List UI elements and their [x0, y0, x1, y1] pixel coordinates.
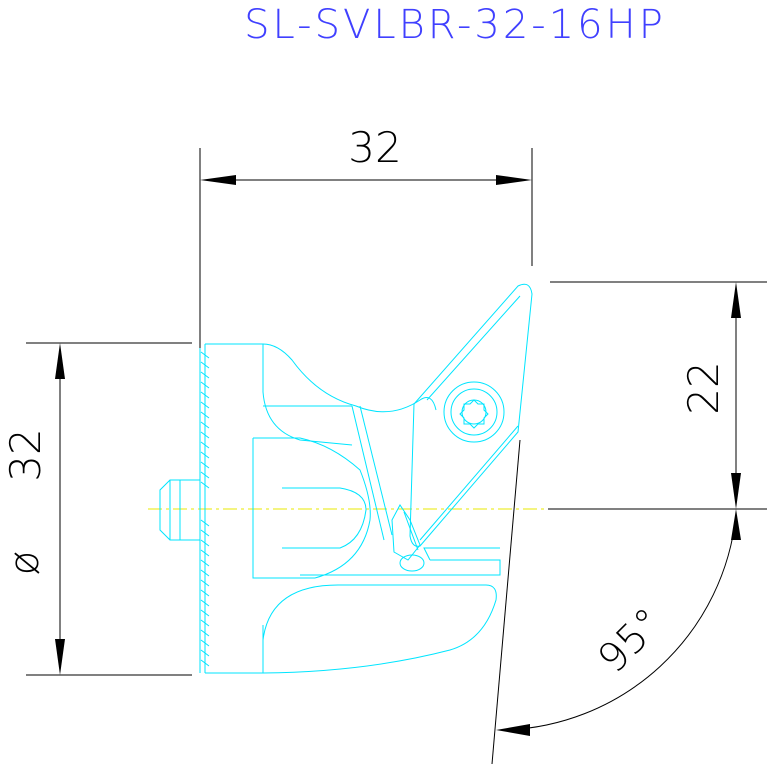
diameter-dimension-label: 32 — [1, 428, 50, 481]
diameter-symbol: ø — [2, 551, 48, 575]
angle-dimension-label: 95° — [589, 599, 672, 682]
insert-clamp-screw — [443, 381, 505, 443]
dimension-arrows — [55, 175, 741, 736]
cutting-insert — [409, 283, 533, 547]
width-dimension-label: 32 — [348, 123, 401, 172]
dimension-lines — [26, 148, 767, 765]
height-dimension-label: 22 — [679, 361, 728, 414]
cartridge-body — [159, 343, 501, 674]
drawing-title: SL-SVLBR-32-16HP — [244, 2, 666, 48]
serration-hatch — [200, 351, 210, 667]
